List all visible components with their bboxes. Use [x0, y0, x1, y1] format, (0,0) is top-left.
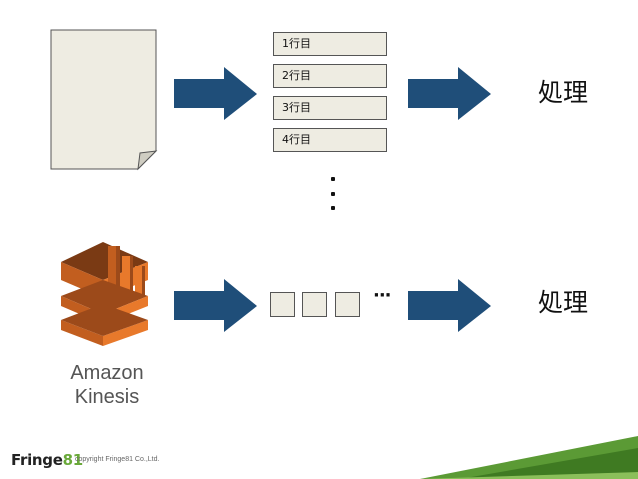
- arrow-right-icon: [408, 67, 491, 120]
- kinesis-label: Amazon Kinesis: [40, 361, 174, 409]
- arrow-right-icon: [408, 279, 491, 332]
- process-label-bottom: 処理: [538, 288, 589, 317]
- kinesis-label-line1: Amazon: [70, 362, 144, 384]
- logo-number: 81: [62, 451, 84, 469]
- row-label: 2行目: [282, 69, 311, 82]
- copyright-text: copyright Fringe81 Co.,Ltd.: [75, 456, 160, 463]
- footer-green-accent: [420, 436, 638, 479]
- row-box-1: 1行目: [273, 32, 387, 56]
- row-box-2: 2行目: [273, 64, 387, 88]
- continuation-dot: [331, 177, 335, 181]
- stream-record: [270, 292, 295, 317]
- logo-text: Fringe: [11, 451, 63, 469]
- stream-ellipsis: ···: [373, 285, 391, 306]
- row-box-3: 3行目: [273, 96, 387, 120]
- row-label: 4行目: [282, 133, 311, 146]
- document-icon: [50, 29, 158, 171]
- stream-record: [302, 292, 327, 317]
- kinesis-icon: [61, 242, 148, 346]
- continuation-dot: [331, 192, 335, 196]
- row-label: 3行目: [282, 101, 311, 114]
- arrow-right-icon: [174, 67, 257, 120]
- continuation-dot: [331, 206, 335, 210]
- process-label-top: 処理: [538, 78, 589, 107]
- kinesis-label-line2: Kinesis: [74, 386, 140, 408]
- stream-record: [335, 292, 360, 317]
- row-label: 1行目: [282, 37, 311, 50]
- row-box-4: 4行目: [273, 128, 387, 152]
- arrow-right-icon: [174, 279, 257, 332]
- fringe81-logo: Fringe81: [11, 451, 83, 469]
